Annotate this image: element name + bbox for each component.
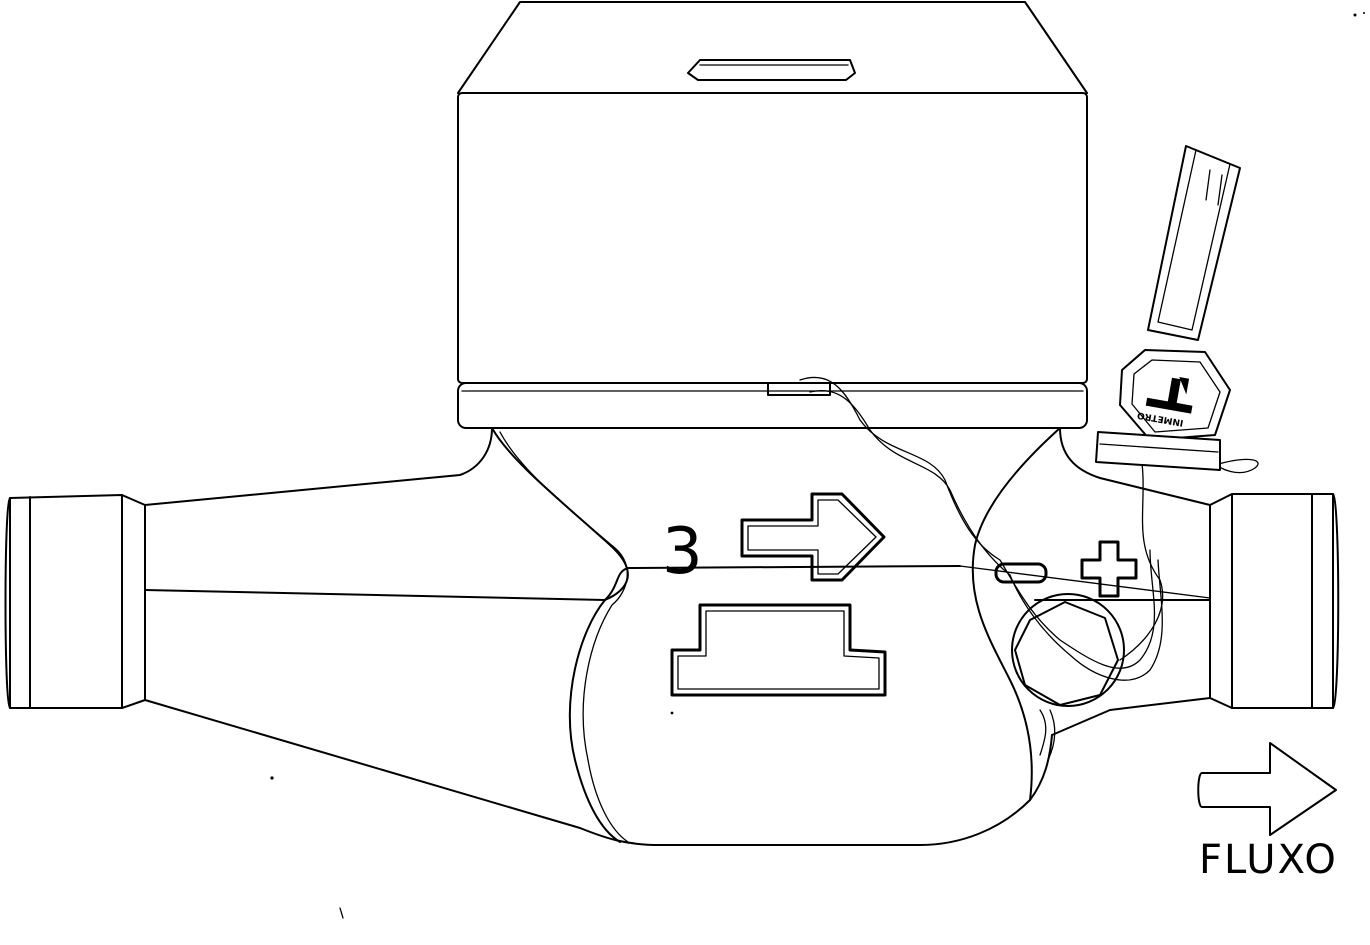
station-number-label: 3 — [662, 515, 703, 589]
register-housing — [457, 1, 1088, 429]
meter-body — [144, 427, 1211, 846]
adjustment-bolt — [1011, 593, 1125, 761]
inmetro-seal: INMETRO — [1095, 145, 1241, 471]
flow-direction-arrow-icon — [1197, 742, 1337, 836]
seal-wire — [799, 376, 1259, 681]
plus-sign-icon — [1080, 540, 1138, 598]
body-flow-arrow-icon — [740, 492, 886, 582]
left-pipe-connection — [4, 494, 146, 709]
minus-sign-icon — [994, 562, 1048, 584]
body-plaque — [670, 603, 887, 697]
stray-marks — [270, 12, 1365, 919]
right-pipe-connection — [1209, 493, 1340, 709]
flow-label: FLUXO — [1199, 837, 1338, 883]
